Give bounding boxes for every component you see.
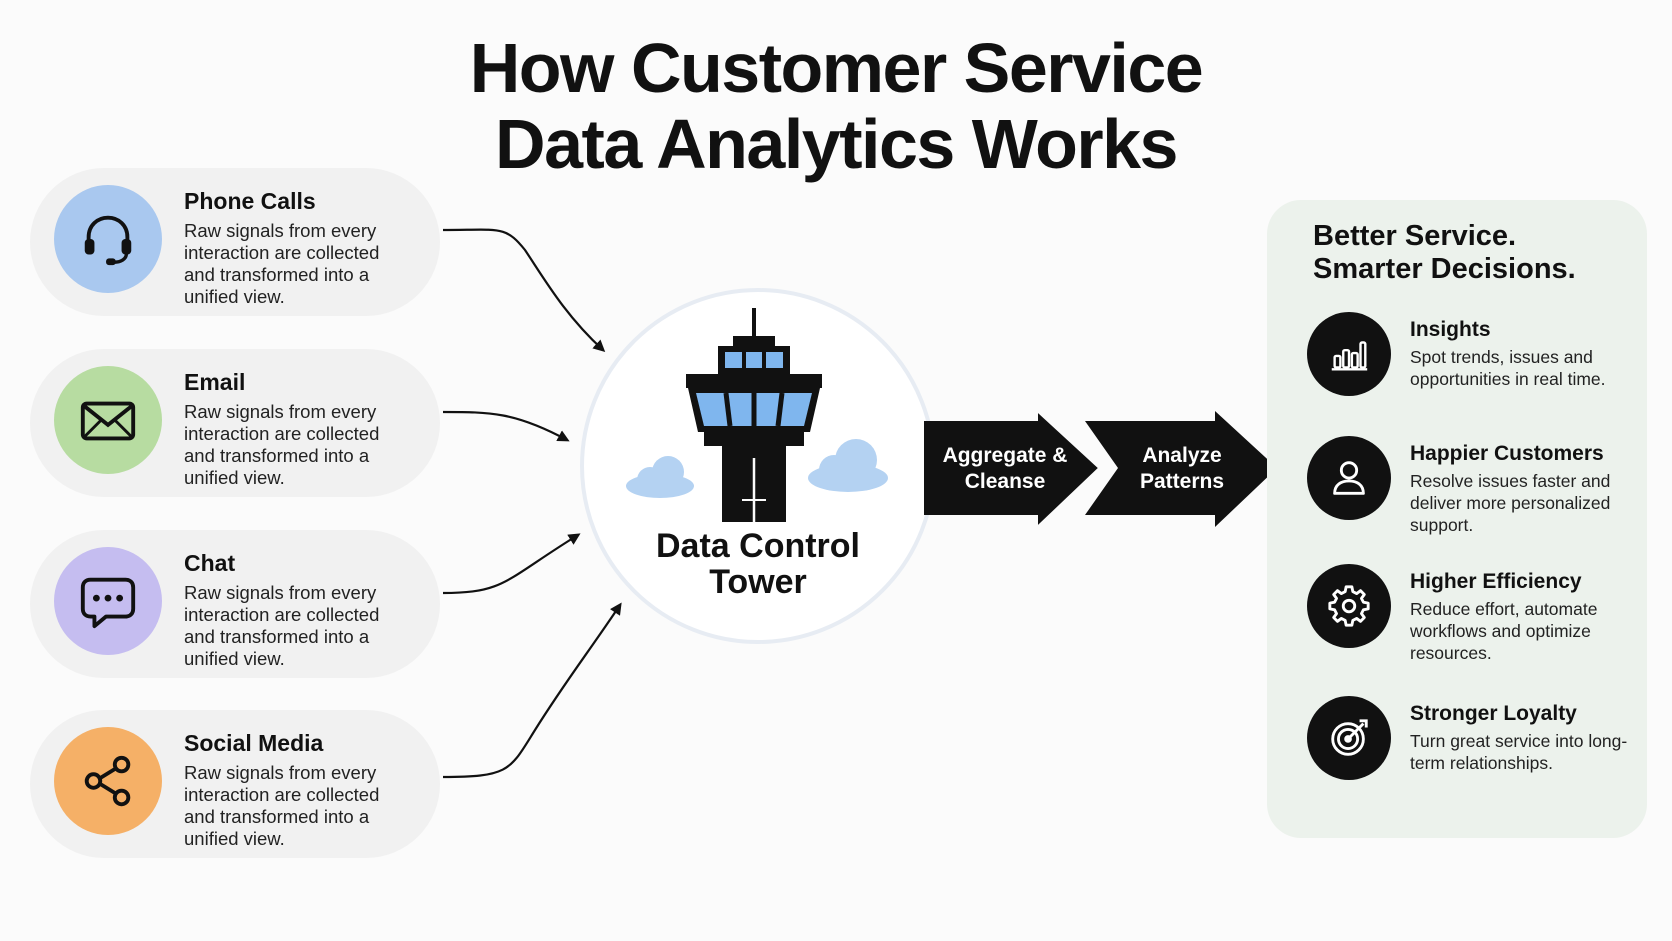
control-tower-icon xyxy=(626,308,888,522)
page-title: How Customer Service Data Analytics Work… xyxy=(0,30,1672,182)
outcome-insights: Insights Spot trends, issues and opportu… xyxy=(1307,312,1647,422)
headset-icon xyxy=(84,215,132,266)
source-title: Chat xyxy=(184,550,236,576)
source-description: Raw signals from every interaction are c… xyxy=(184,582,380,669)
title-line-2: Data Analytics Works xyxy=(495,105,1178,183)
outcomes-heading-line-1: Better Service. xyxy=(1313,220,1517,252)
source-card-social-media: Social Media Raw signals from every inte… xyxy=(30,710,440,858)
step-1-line-1: Aggregate & xyxy=(942,444,1068,467)
source-description: Raw signals from every interaction are c… xyxy=(184,220,380,307)
cloud-right-icon xyxy=(808,439,888,492)
connector-social xyxy=(442,602,622,779)
connector-chat xyxy=(442,533,581,595)
process-arrows xyxy=(924,409,1277,529)
bar-chart-icon xyxy=(1331,341,1368,371)
outcome-happier-customers: Happier Customers Resolve issues faster … xyxy=(1307,436,1647,546)
connector-email xyxy=(442,410,570,442)
step-2-line-2: Patterns xyxy=(1139,470,1225,493)
source-title: Social Media xyxy=(184,730,324,756)
outcome-icon-bg xyxy=(1307,436,1391,520)
chat-bubble-icon xyxy=(80,577,136,629)
source-title: Email xyxy=(184,369,246,395)
outcomes-heading: Better Service. Smarter Decisions. xyxy=(1313,220,1576,286)
process-step-aggregate-label: Aggregate & Cleanse xyxy=(935,443,1075,495)
source-description: Raw signals from every interaction are c… xyxy=(184,762,380,849)
process-arrow-aggregate xyxy=(924,411,1100,527)
src-icon-bg xyxy=(54,366,162,474)
outcome-description: Spot trends, issues and opportunities in… xyxy=(1410,347,1606,389)
source-card-phone-calls: Phone Calls Raw signals from every inter… xyxy=(30,168,440,316)
target-icon xyxy=(1331,719,1368,756)
outcomes-heading-line-2: Smarter Decisions. xyxy=(1313,253,1576,285)
src-icon-bg xyxy=(54,727,162,835)
outcome-description: Turn great service into long-term relati… xyxy=(1410,731,1628,773)
gear-icon xyxy=(1328,585,1370,627)
src-icon-bg xyxy=(54,185,162,293)
outcome-description: Reduce effort, automate workflows and op… xyxy=(1410,599,1598,663)
hub-label-line-1: Data Control xyxy=(656,527,860,565)
outcome-icon-bg xyxy=(1307,564,1391,648)
share-icon xyxy=(84,755,131,807)
outcome-higher-efficiency: Higher Efficiency Reduce effort, automat… xyxy=(1307,564,1647,674)
process-step-analyze-label: Analyze Patterns xyxy=(1112,443,1252,495)
source-card-email: Email Raw signals from every interaction… xyxy=(30,349,440,497)
connector-phone xyxy=(442,228,606,353)
outcome-icon-bg xyxy=(1307,696,1391,780)
user-icon xyxy=(1333,461,1365,495)
outcome-title: Insights xyxy=(1410,318,1491,341)
outcome-title: Happier Customers xyxy=(1410,442,1604,465)
source-title: Phone Calls xyxy=(184,188,316,214)
outcome-title: Higher Efficiency xyxy=(1410,570,1582,593)
source-description: Raw signals from every interaction are c… xyxy=(184,401,380,488)
src-icon-bg xyxy=(54,547,162,655)
step-1-line-2: Cleanse xyxy=(964,470,1046,493)
cloud-left-icon xyxy=(626,456,694,498)
outcome-stronger-loyalty: Stronger Loyalty Turn great service into… xyxy=(1307,696,1647,806)
step-2-line-1: Analyze xyxy=(1142,444,1222,467)
outcome-icon-bg xyxy=(1307,312,1391,396)
title-line-1: How Customer Service xyxy=(469,29,1204,107)
envelope-icon xyxy=(80,401,136,441)
outcomes-panel: Better Service. Smarter Decisions. Insig… xyxy=(1267,200,1647,838)
outcome-description: Resolve issues faster and deliver more p… xyxy=(1410,471,1611,535)
process-arrow-analyze xyxy=(1085,411,1277,527)
hub-label: Data Control Tower xyxy=(580,528,936,600)
hub-label-line-2: Tower xyxy=(709,563,807,601)
source-card-chat: Chat Raw signals from every interaction … xyxy=(30,530,440,678)
outcome-title: Stronger Loyalty xyxy=(1410,702,1577,725)
